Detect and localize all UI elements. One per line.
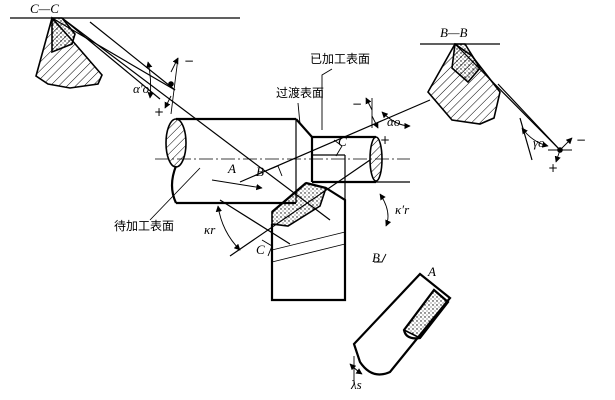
cc-flank-line (89, 21, 176, 91)
letter-a-main: A (227, 161, 236, 176)
bb-arrow-up (559, 137, 573, 151)
kr-prime-label: κ′r (395, 202, 410, 217)
bb-minus: − (576, 133, 586, 147)
cc-sign-axis (170, 57, 179, 115)
b-mark-view (374, 253, 387, 263)
cc-angle-arc (146, 61, 154, 99)
letter-c-main: C (338, 134, 347, 149)
cc-arrow-down (164, 95, 172, 109)
bb-arrow-down (554, 149, 561, 163)
kr-label: κr (204, 222, 216, 237)
b-mark-main (267, 165, 283, 177)
tool-shank-line-1 (271, 231, 346, 251)
bb-gamma-arc (521, 127, 549, 148)
letter-b-view: B (372, 250, 380, 265)
transitional-surface-label: 过渡表面 (276, 85, 324, 100)
section-cc-label: C—C (30, 1, 59, 16)
kr-arc (215, 205, 241, 251)
to-be-machined-leader (149, 167, 201, 221)
workpiece-left-edge (170, 165, 178, 204)
tool-shank-line-2 (271, 243, 346, 263)
cc-alpha-label: α′o (133, 81, 150, 96)
cc-line-3 (61, 17, 161, 100)
mid-arrow-up (365, 97, 373, 111)
bb-plus: + (548, 161, 558, 175)
gamma-o-label: γo (533, 135, 545, 150)
machined-surface-label: 已加工表面 (310, 52, 370, 66)
alpha-o-label: αo (387, 114, 401, 129)
to-be-machined-label: 待加工表面 (114, 219, 174, 233)
c-mark-bottom (261, 239, 273, 257)
section-bb: B—B γo − + (420, 25, 586, 175)
c-mark-top (333, 139, 343, 157)
cc-plus: + (154, 105, 164, 119)
bb-ref-line (497, 83, 561, 151)
bb-gamma-ref (519, 117, 533, 161)
cc-arrow-up (170, 57, 179, 73)
cc-pivot-dot (168, 81, 174, 87)
cc-rake-line (51, 17, 176, 91)
main-tool (270, 154, 347, 302)
machined-leader (321, 68, 333, 130)
section-line-cc (229, 159, 371, 257)
kr-prime-arc (379, 193, 392, 227)
mid-arrow-down (371, 115, 379, 129)
lambda-label: λs (350, 377, 362, 392)
section-cc: C—C α′o − + (10, 1, 240, 119)
mid-plus: + (380, 133, 390, 147)
letter-b-main: B (256, 164, 264, 179)
mid-minus: − (352, 97, 362, 111)
workpiece-end-section (165, 118, 187, 168)
view-a: A B λs (349, 250, 452, 392)
view-a-arrow (211, 179, 263, 191)
tool-main-edge (271, 182, 307, 213)
alpha-o-arc (381, 111, 411, 130)
lambda-arc (349, 363, 363, 375)
view-a-insert (402, 288, 450, 340)
workpiece (155, 117, 410, 205)
view-a-tool-outline (352, 272, 452, 376)
workpiece-chamfer (295, 118, 313, 138)
view-a-label: A (427, 264, 436, 279)
transitional-leader (297, 102, 301, 125)
letter-c-bottom: C (256, 242, 265, 257)
cc-minus: − (184, 54, 194, 68)
section-bb-label: B—B (440, 25, 468, 40)
tool-shank (270, 187, 347, 302)
tool-nose (305, 181, 327, 190)
